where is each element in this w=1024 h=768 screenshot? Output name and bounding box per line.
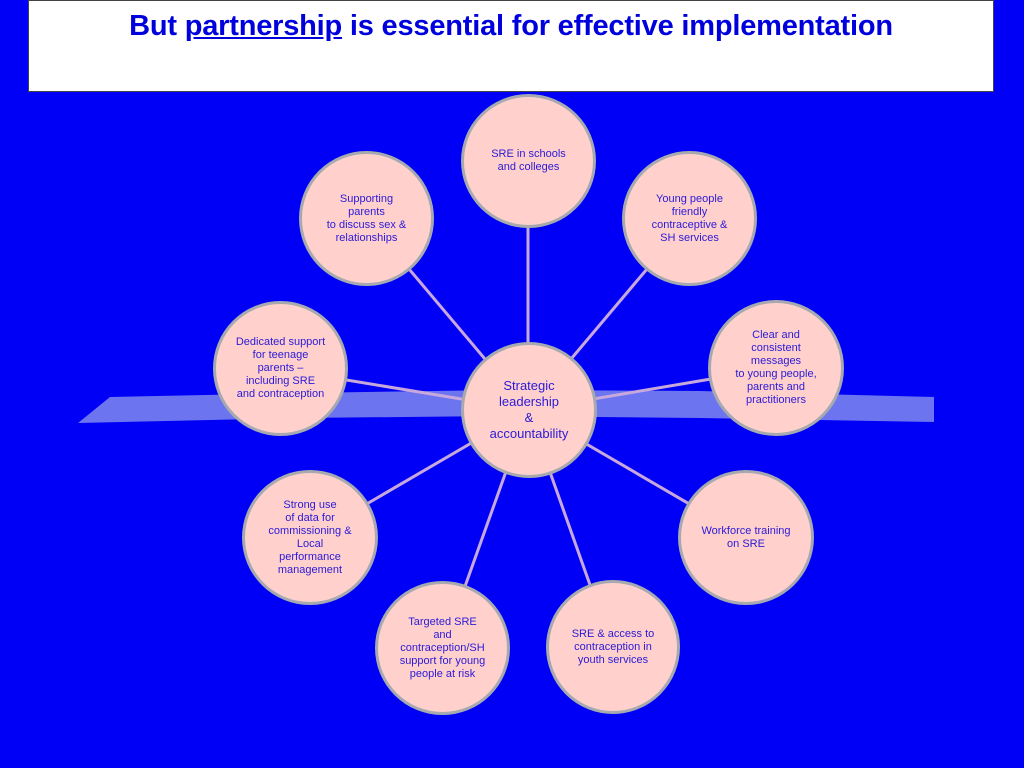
spoke-young-people-services: Young people friendly contraceptive & SH… bbox=[622, 151, 757, 286]
title-prefix: But bbox=[129, 10, 185, 42]
spoke-sre-schools: SRE in schools and colleges bbox=[461, 94, 596, 228]
spoke-targeted-sre: Targeted SRE and contraception/SH suppor… bbox=[375, 581, 510, 715]
spoke-label: Young people friendly contraceptive & SH… bbox=[651, 192, 728, 244]
title-box: But partnership is essential for effecti… bbox=[28, 0, 994, 92]
spoke-clear-messages: Clear and consistent messages to young p… bbox=[708, 300, 844, 436]
spoke-workforce-training: Workforce training on SRE bbox=[678, 470, 814, 605]
spoke-label: Supporting parents to discuss sex & rela… bbox=[326, 192, 407, 244]
hub-label: Strategic leadership & accountability bbox=[489, 378, 569, 441]
title-emphasis: partnership bbox=[184, 10, 343, 42]
spoke-youth-services: SRE & access to contraception in youth s… bbox=[546, 580, 680, 714]
slide-title: But partnership is essential for effecti… bbox=[29, 10, 993, 43]
spoke-label: SRE & access to contraception in youth s… bbox=[571, 627, 655, 666]
spoke-label: Dedicated support for teenage parents – … bbox=[235, 336, 326, 400]
hub-strategic-leadership: Strategic leadership & accountability bbox=[461, 342, 597, 478]
spoke-supporting-parents: Supporting parents to discuss sex & rela… bbox=[299, 151, 434, 286]
spoke-label: Strong use of data for commissioning & L… bbox=[268, 498, 352, 576]
spoke-label: Workforce training on SRE bbox=[701, 524, 791, 550]
title-suffix: is essential for effective implementatio… bbox=[342, 10, 893, 42]
spoke-label: Targeted SRE and contraception/SH suppor… bbox=[399, 615, 486, 680]
spoke-label: Clear and consistent messages to young p… bbox=[735, 329, 817, 406]
spoke-label: SRE in schools and colleges bbox=[491, 148, 566, 173]
spoke-teenage-parents: Dedicated support for teenage parents – … bbox=[213, 301, 348, 436]
spoke-data-commissioning: Strong use of data for commissioning & L… bbox=[242, 470, 378, 605]
